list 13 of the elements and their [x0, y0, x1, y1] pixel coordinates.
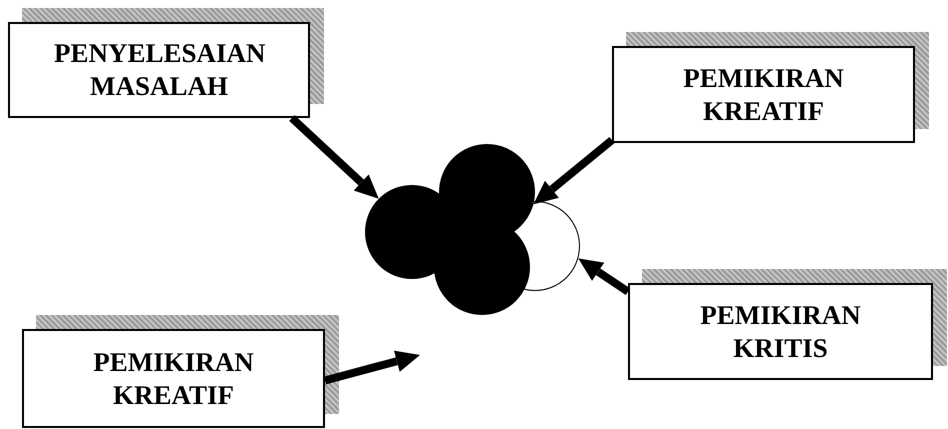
box-label: PEMIKIRAN KREATIF — [682, 62, 845, 128]
arrow — [289, 115, 379, 199]
circle-cluster-drawing — [364, 143, 581, 316]
box-label: PEMIKIRAN KRITIS — [699, 298, 862, 364]
arrow — [533, 137, 615, 204]
arrow — [324, 350, 420, 384]
arrow — [578, 258, 630, 296]
shadowed-text-box — [628, 269, 947, 380]
shadowed-text-box — [22, 315, 339, 428]
shadowed-text-box — [612, 32, 929, 143]
box-label: PENYELESAIAN MASALAH — [54, 37, 264, 103]
shadowed-text-box — [8, 8, 324, 118]
box-label: PEMIKIRAN KREATIF — [92, 346, 255, 412]
